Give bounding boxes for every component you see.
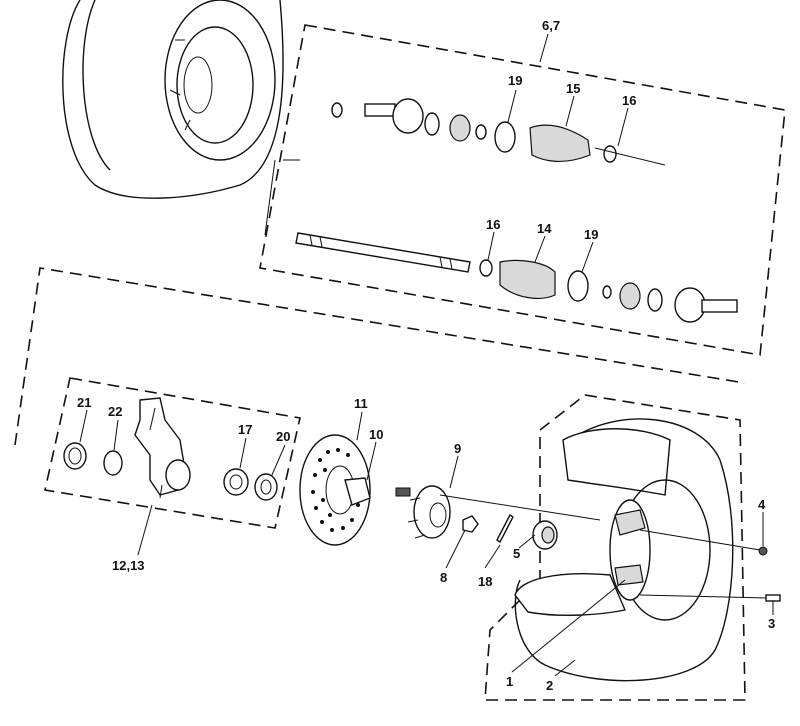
boot-clamp-small-lower [479,259,493,277]
cv-boot-lower [499,259,556,299]
knuckle-group [63,397,278,501]
cv-boot-upper [529,124,591,162]
boot-clamp-large-lower [567,270,589,302]
hub-bolt [395,487,411,497]
label-9: 9 [454,441,461,456]
label-18: 18 [478,574,492,589]
bearing-21 [63,442,87,470]
label-21: 21 [77,395,91,410]
circlip-lower [602,285,612,299]
label-15: 15 [566,81,580,96]
label-16-upper: 16 [622,93,636,108]
lug-nut [758,546,768,556]
label-19-upper: 19 [508,73,522,88]
cotter-pin [496,513,514,544]
brake-disc [299,434,371,546]
top-left-tire [62,0,284,199]
label-14: 14 [537,221,552,236]
label-6-7: 6,7 [542,18,560,33]
label-1: 1 [506,674,513,689]
disc-bracket [344,477,371,506]
wheel-hub [413,485,451,539]
bearing-17 [223,468,249,496]
tire-lower-half [514,573,626,617]
tire-upper-half [562,428,671,496]
lower-assembly-connector [14,267,746,446]
seal-20 [254,473,278,501]
label-17: 17 [238,422,252,437]
hub-group [395,485,601,550]
circlip [475,124,487,140]
cv-bearing-cage-lower [619,282,641,310]
label-16-lower: 16 [486,217,500,232]
snap-ring [331,102,343,118]
label-22: 22 [108,404,122,419]
label-19-lower: 19 [584,227,598,242]
knuckle-assembly-boundary [44,377,301,529]
spline-stub [364,103,396,117]
part-labels: 6,7 19 15 16 16 14 19 21 22 17 20 11 10 … [77,18,775,693]
wheel-stud [765,594,781,602]
cv-bearing-cage [449,114,471,142]
o-ring [424,112,440,136]
boot-clamp-large [494,121,516,153]
label-10: 10 [369,427,383,442]
boot-clamp-small [603,145,617,163]
ring-22 [103,450,123,476]
bottom-right-wheel [514,418,781,682]
upper-cv-row [331,98,666,166]
o-ring-lower [647,288,663,312]
lower-cv-row [479,259,738,323]
spline-stub-lower [701,299,738,313]
leader-lines [79,33,774,677]
label-20: 20 [276,429,290,444]
drive-shaft [264,159,471,273]
label-5: 5 [513,546,520,561]
castle-nut [462,515,479,533]
inner-cv-housing [674,287,706,323]
label-4: 4 [758,497,766,512]
label-2: 2 [546,678,553,693]
label-3: 3 [768,616,775,631]
shaft-assembly-boundary [259,24,786,356]
label-12-13: 12,13 [112,558,145,573]
label-11: 11 [354,396,368,411]
label-8: 8 [440,570,447,585]
outer-cv-housing [392,98,424,134]
